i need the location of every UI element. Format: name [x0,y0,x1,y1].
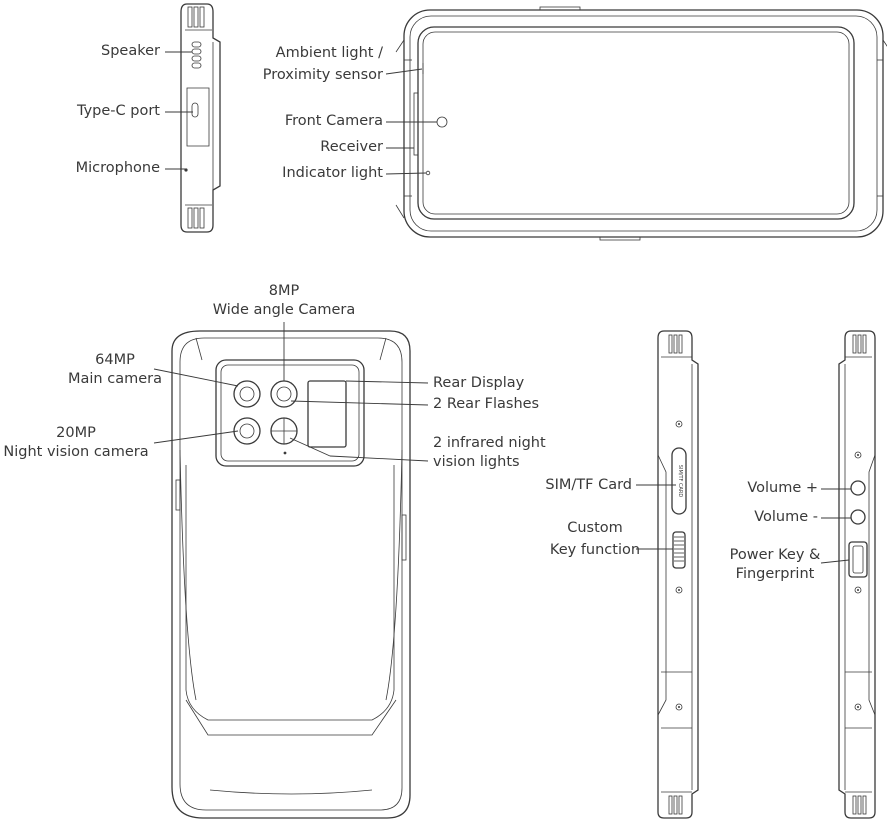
phone-left-side-view: SIM/TF CARD [657,330,699,819]
speaker-grille-icon [191,41,202,69]
type-c-port-icon [191,102,199,118]
camera-module [215,359,365,467]
custom-key-icon [672,531,686,569]
label-custom-key-line2: Key function [549,542,641,558]
label-infrared-line2: vision lights [433,454,520,470]
label-volume-up: Volume + [747,480,818,496]
label-rear-flashes: 2 Rear Flashes [433,396,540,412]
label-type-c-port: Type-C port [77,103,160,119]
main-camera-lens-icon [233,380,261,408]
label-microphone: Microphone [75,160,160,176]
label-rear-display: Rear Display [433,375,525,391]
sim-tray-icon [671,447,687,515]
label-indicator-light: Indicator light [282,165,383,181]
power-fingerprint-button-icon [848,541,868,578]
sim-tray-engraving: SIM/TF CARD [677,465,683,498]
volume-up-button-icon [850,480,866,496]
label-infrared-line1: 2 infrared night [433,435,546,451]
rear-display-icon [307,380,347,448]
label-night-camera: 20MP Night vision camera [0,424,152,462]
label-ambient-light: Ambient light / Proximity sensor [263,44,383,85]
label-power-key-line1: Power Key & [729,547,821,563]
label-power-key: Power Key & Fingerprint [715,546,835,584]
label-ambient-light-line2: Proximity sensor [262,67,383,83]
front-camera-icon [436,116,448,128]
label-main-camera: 64MP Main camera [30,351,200,389]
label-infrared-lights: 2 infrared night vision lights [433,434,546,472]
label-custom-key-line1: Custom [567,520,623,536]
wide-camera-lens-icon [270,380,298,408]
label-volume-down: Volume - [754,509,818,525]
left-top-grip [668,334,683,354]
label-custom-key: Custom Key function [520,519,670,560]
label-main-camera-line1: 64MP [95,352,135,368]
indicator-light-icon [425,170,431,176]
label-wide-camera: 8MP Wide angle Camera [184,282,384,320]
bottom-grip-ridges [187,207,205,229]
rear-flash-icon [283,451,287,455]
right-top-grip [852,334,867,354]
phone-right-side-view [838,330,876,819]
label-front-camera: Front Camera [284,113,383,129]
label-night-camera-line2: Night vision camera [3,444,149,460]
phone-back-view [171,330,411,819]
night-camera-lens-icon [233,417,261,445]
label-ambient-light-line1: Ambient light / [275,45,383,61]
microphone-hole-icon [184,168,188,172]
receiver-slot-icon [413,92,419,156]
front-screen [417,26,855,220]
label-night-camera-line1: 20MP [56,425,96,441]
leader-lines [153,51,851,564]
top-grip-ridges [187,6,205,28]
label-wide-camera-line2: Wide angle Camera [212,302,356,318]
label-receiver: Receiver [320,139,383,155]
phone-bottom-edge-view [180,3,221,233]
label-speaker: Speaker [101,43,160,59]
label-main-camera-line2: Main camera [68,371,162,387]
label-sim-card: SIM/TF Card [545,477,632,493]
right-bottom-grip [852,795,867,815]
label-wide-camera-line1: 8MP [268,283,300,299]
label-power-key-line2: Fingerprint [735,566,815,582]
phone-front-view [395,6,887,241]
left-bottom-grip [668,795,683,815]
volume-down-button-icon [850,509,866,525]
